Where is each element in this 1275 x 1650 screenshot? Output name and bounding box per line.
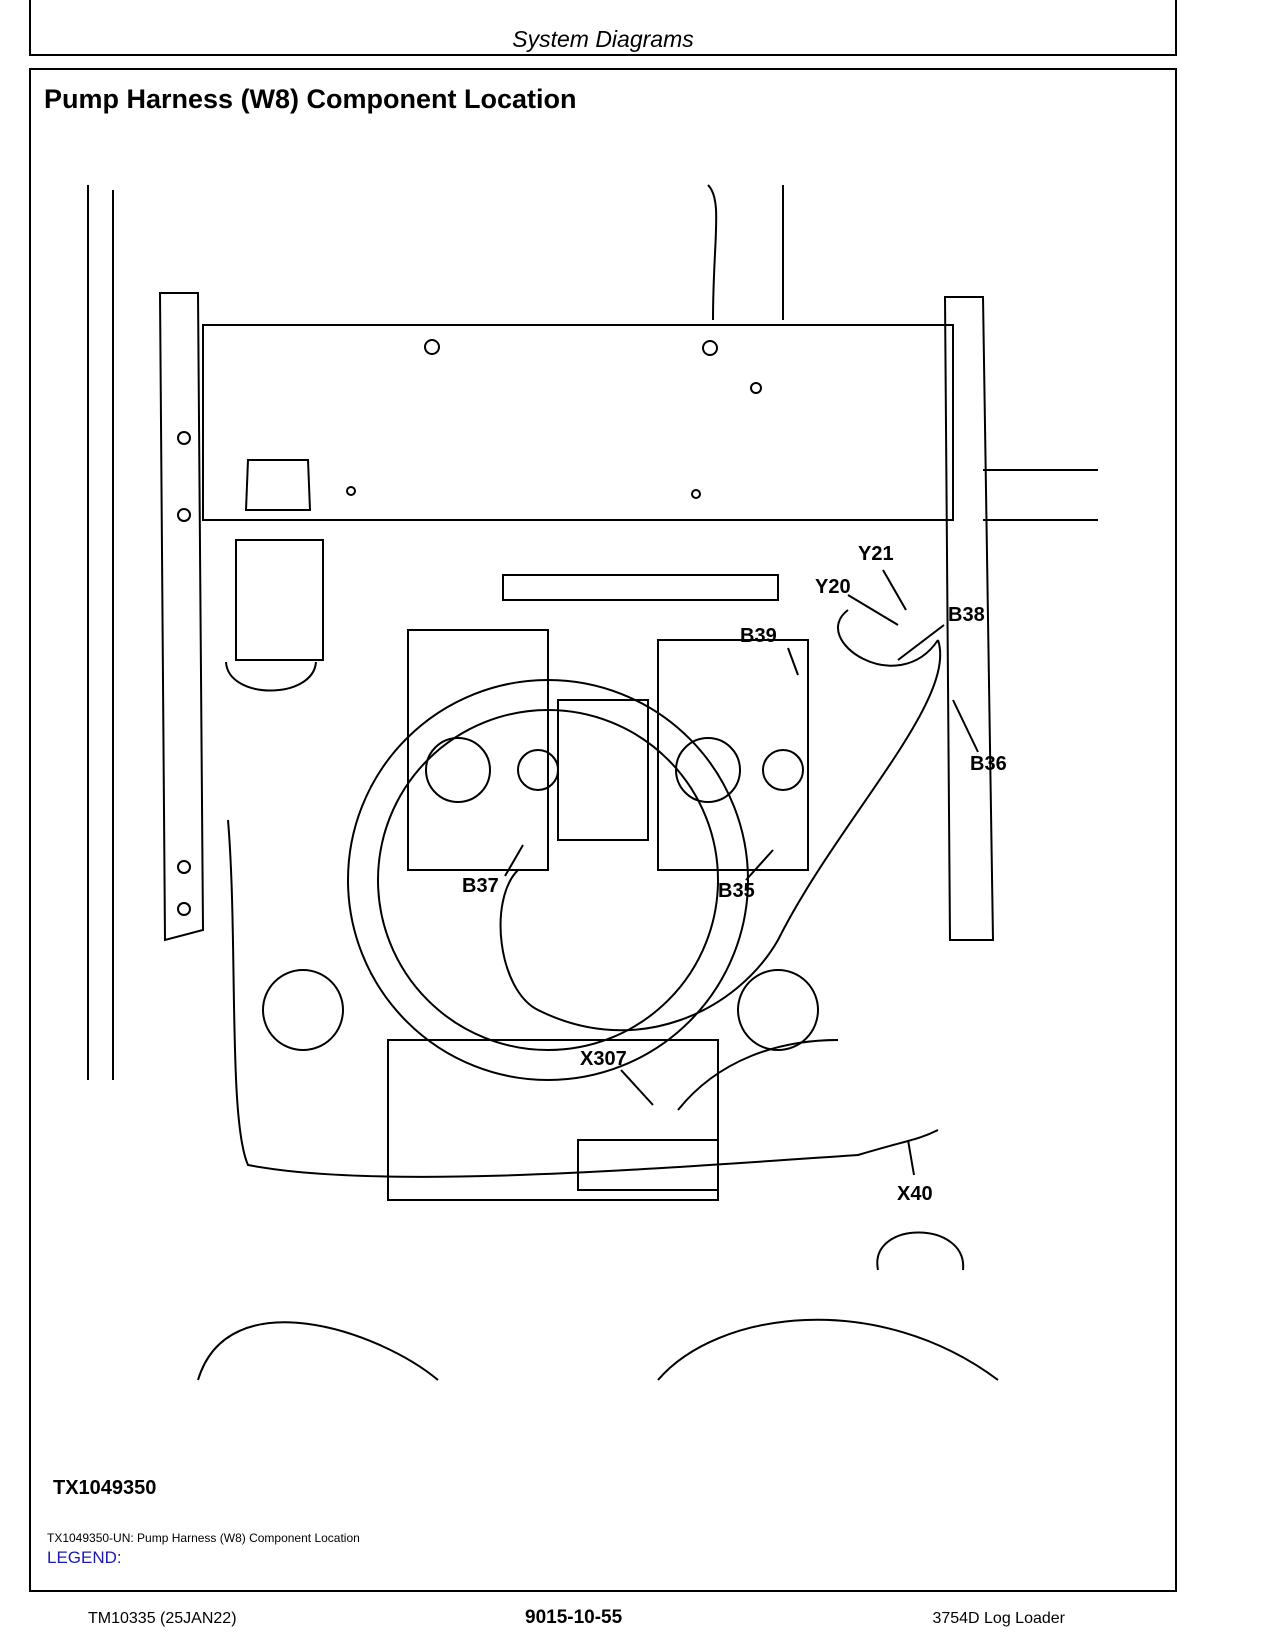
- callout-b39: B39: [740, 625, 777, 647]
- y20-leader: [847, 594, 899, 626]
- beam-hole: [346, 486, 356, 496]
- pump-port: [425, 737, 491, 803]
- fuel-filter-bowl: [225, 661, 317, 692]
- x307-leader: [620, 1069, 654, 1106]
- beam-hole: [750, 382, 762, 394]
- floor-outline: [197, 1318, 999, 1381]
- footer-page-number: 9015-10-55: [525, 1607, 623, 1628]
- callout-b38: B38: [948, 604, 985, 626]
- b36-leader: [952, 699, 979, 753]
- right-pump: [657, 639, 809, 871]
- upright-bolt: [177, 902, 191, 916]
- b38-leader: [897, 624, 945, 661]
- upright-bolt: [177, 431, 191, 445]
- callout-y21: Y21: [858, 543, 894, 565]
- pump-tubes: [502, 574, 779, 601]
- upright-bolt: [177, 860, 191, 874]
- right-upright: [943, 296, 995, 941]
- left-pump: [407, 629, 549, 871]
- callout-y20: Y20: [815, 576, 851, 598]
- pump-port: [675, 737, 741, 803]
- callout-x40: X40: [897, 1183, 933, 1205]
- legend-label: LEGEND:: [47, 1548, 122, 1567]
- top-duct-line: [707, 184, 784, 321]
- harness-wire: [677, 1039, 839, 1111]
- content-frame: [29, 68, 1177, 1592]
- section-title: System Diagrams: [512, 26, 694, 52]
- fuel-filter: [235, 539, 324, 661]
- page-title: Pump Harness (W8) Component Location: [44, 84, 577, 114]
- left-damper: [262, 969, 344, 1051]
- filter-head: [244, 459, 312, 511]
- callout-x307: X307: [580, 1048, 627, 1070]
- callout-b36: B36: [970, 753, 1007, 775]
- right-bracket: [983, 469, 1098, 521]
- figure-caption: TX1049350-UN: Pump Harness (W8) Componen…: [47, 1531, 360, 1545]
- component-location-figure: Y21 Y20 B38 B39 B36 B37 B35 X307 X40: [78, 180, 1158, 1440]
- cross-beam: [202, 324, 954, 521]
- pump-port: [762, 749, 804, 791]
- y21-leader: [882, 569, 907, 611]
- center-pump: [557, 699, 649, 841]
- b37-leader: [504, 844, 524, 877]
- b35-leader: [745, 849, 774, 881]
- figure-id: TX1049350: [53, 1477, 157, 1499]
- left-frame-line: [87, 185, 114, 1080]
- floor-grommet: [876, 1231, 965, 1271]
- header-frame: System Diagrams: [29, 0, 1177, 56]
- harness-wire: [227, 819, 939, 1178]
- left-upright: [158, 292, 205, 942]
- x40-leader: [907, 1139, 915, 1176]
- right-damper: [737, 969, 819, 1051]
- beam-bolt: [424, 339, 440, 355]
- oil-pan: [387, 1039, 719, 1201]
- beam-bolt: [702, 340, 718, 356]
- callout-b37: B37: [462, 875, 499, 897]
- footer-manual-id: TM10335 (25JAN22): [88, 1610, 237, 1627]
- pump-port: [517, 749, 559, 791]
- callout-b35: B35: [718, 880, 755, 902]
- beam-hole: [691, 489, 701, 499]
- footer-machine-name: 3754D Log Loader: [932, 1610, 1065, 1627]
- upright-bolt: [177, 508, 191, 522]
- b39-leader: [787, 647, 799, 676]
- harness-wire: [499, 609, 941, 1032]
- pump-harness-drawing: Y21 Y20 B38 B39 B36 B37 B35 X307 X40: [87, 184, 1098, 1381]
